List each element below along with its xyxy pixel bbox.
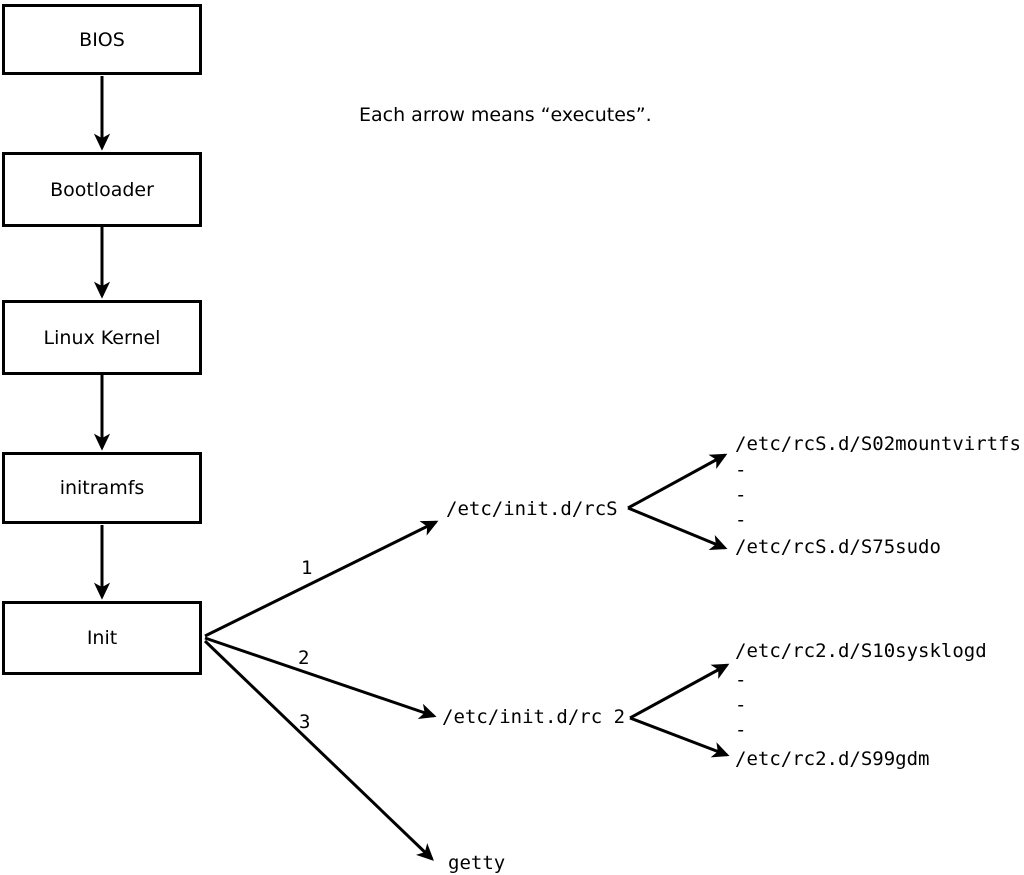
arrow-init-to-getty [203,639,434,861]
arrow-init-to-rcs [204,520,439,638]
node-linux-kernel: Linux Kernel [2,300,202,375]
branch-2-number: 2 [298,647,310,669]
node-bootloader-label: Bootloader [50,178,154,201]
arrow-init-to-rc2 [204,636,437,720]
ellipsis-dash: - [735,509,747,531]
node-rcs-last-entry: /etc/rcS.d/S75sudo [735,536,941,558]
node-rc2-last-entry: /etc/rc2.d/S99gdm [735,748,930,770]
node-bootloader: Bootloader [2,152,202,227]
ellipsis-dash: - [735,484,747,506]
ellipsis-dash: - [735,669,747,691]
ellipsis-dash: - [735,719,747,741]
arrow-rcs-to-s02mountvirtfs [627,453,728,510]
node-initramfs: initramfs [2,452,202,524]
node-bios-label: BIOS [79,28,125,51]
ellipsis-dash: - [735,459,747,481]
caption: Each arrow means “executes”. [359,104,652,126]
arrow-rc2-to-s10sysklogd [629,663,730,720]
ellipsis-dash: - [735,694,747,716]
node-rcs-script: /etc/init.d/rcS [446,498,618,520]
arrow-rc2-to-s99gdm [629,716,730,758]
node-init: Init [2,601,202,675]
node-init-label: Init [86,627,118,649]
node-initramfs-label: initramfs [59,477,145,499]
node-rc2-first-entry: /etc/rc2.d/S10sysklogd [735,640,987,662]
node-getty: getty [448,852,506,874]
node-rc2-script: /etc/init.d/rc 2 [442,706,626,728]
node-linux-kernel-label: Linux Kernel [43,326,161,349]
node-bios: BIOS [2,4,202,75]
branch-3-number: 3 [299,711,311,733]
node-rcs-first-entry: /etc/rcS.d/S02mountvirtfs [735,433,1021,455]
arrow-rcs-to-s75sudo [627,506,728,550]
branch-1-number: 1 [301,557,313,579]
